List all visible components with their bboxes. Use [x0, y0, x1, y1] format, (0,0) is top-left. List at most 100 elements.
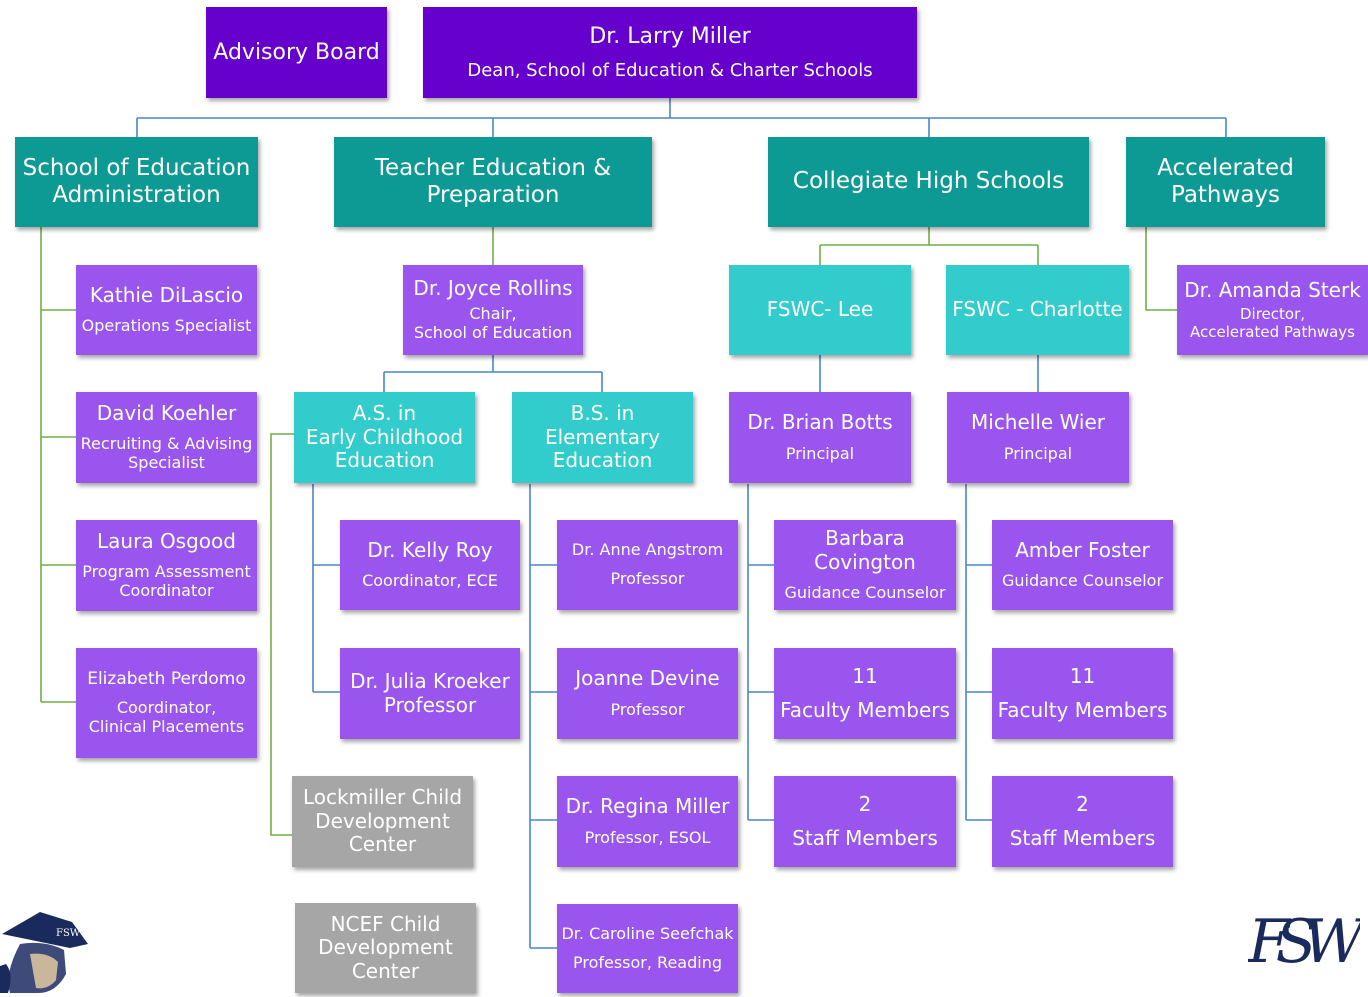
- staff-title: Coordinator, ECE: [362, 571, 498, 591]
- principal-title: Principal: [785, 443, 855, 463]
- staff-name: Dr. Anne Angstrom: [571, 540, 724, 560]
- division-admin-line1: School of Education: [22, 154, 251, 181]
- pirate-badge-text: FSW: [56, 928, 81, 939]
- staff-title: Program Assessment: [82, 562, 251, 582]
- staff-name: Dr. Regina Miller: [565, 794, 730, 819]
- ece-staff-card: Dr. Julia Kroeker Professor: [340, 648, 520, 739]
- program-bs-elementary: B.S. in Elementary Education: [512, 392, 693, 483]
- center-line: NCEF Child: [330, 911, 441, 936]
- staff-title: Operations Specialist: [81, 316, 252, 336]
- center-line: Center: [351, 958, 420, 983]
- admin-staff-card: Elizabeth Perdomo Coordinator, Clinical …: [76, 648, 257, 758]
- staff-title: Specialist: [128, 453, 205, 473]
- staff-count: 2: [1076, 791, 1089, 816]
- staff-name: Barbara Covington: [814, 525, 916, 574]
- staff-count: 2: [858, 791, 872, 816]
- admin-staff-card: Laura Osgood Program Assessment Coordina…: [76, 520, 257, 611]
- principal-charlotte: Michelle Wier Principal: [947, 392, 1129, 483]
- director-title: Director,: [1239, 305, 1306, 324]
- division-admin: School of Education Administration: [15, 137, 258, 227]
- lee-counselor: Barbara Covington Guidance Counselor: [774, 520, 956, 610]
- staff-name: Laura Osgood: [97, 528, 236, 553]
- staff-title: Professor: [383, 692, 477, 717]
- chair-title: School of Education: [413, 322, 573, 342]
- staff-title: Professor, ESOL: [584, 827, 711, 847]
- chair-name: Dr. Joyce Rollins: [413, 276, 573, 301]
- director-name: Dr. Amanda Sterk: [1184, 277, 1361, 302]
- staff-title: Coordinator,: [116, 698, 217, 718]
- ece-staff-card: Dr. Kelly Roy Coordinator, ECE: [340, 520, 520, 610]
- program-line: Education: [334, 448, 435, 473]
- pirate-mascot-logo: FSW: [0, 904, 95, 993]
- elem-staff-card: Dr. Regina Miller Professor, ESOL: [557, 776, 738, 867]
- program-line: Education: [552, 448, 653, 473]
- lee-staff-members: 2 Staff Members: [774, 776, 956, 867]
- staff-name: Dr. Kelly Roy: [367, 537, 493, 562]
- program-line: B.S. in: [570, 401, 635, 426]
- campus-label: FSWC- Lee: [766, 297, 874, 322]
- elem-staff-card: Joanne Devine Professor: [557, 648, 738, 739]
- faculty-label: Faculty Members: [780, 697, 950, 722]
- division-admin-line2: Administration: [52, 182, 221, 208]
- program-line: A.S. in: [352, 401, 417, 426]
- chair-box: Dr. Joyce Rollins Chair, School of Educa…: [403, 265, 583, 355]
- staff-title: Clinical Placements: [88, 717, 245, 737]
- director-title: Accelerated Pathways: [1190, 322, 1355, 341]
- division-teacher-line1: Teacher Education &: [374, 154, 612, 181]
- division-accelerated-line1: Accelerated: [1157, 154, 1294, 181]
- division-collegiate: Collegiate High Schools: [768, 137, 1089, 227]
- advisory-board-label: Advisory Board: [213, 39, 380, 65]
- division-teacher-ed: Teacher Education & Preparation: [334, 137, 652, 227]
- staff-label: Staff Members: [792, 825, 938, 850]
- division-teacher-line2: Preparation: [426, 182, 560, 208]
- campus-charlotte: FSWC - Charlotte: [946, 265, 1129, 355]
- division-accelerated-line2: Pathways: [1170, 182, 1281, 208]
- staff-title: Guidance Counselor: [1001, 571, 1164, 591]
- campus-label: FSWC - Charlotte: [952, 297, 1123, 322]
- faculty-label: Faculty Members: [997, 697, 1168, 722]
- center-line: Lockmiller Child: [302, 785, 463, 810]
- fsw-logo-text: FSW: [1248, 907, 1360, 977]
- staff-name: Amber Foster: [1015, 537, 1150, 562]
- staff-name: Elizabeth Perdomo: [87, 669, 246, 690]
- campus-lee: FSWC- Lee: [729, 265, 911, 355]
- program-line: Elementary: [544, 424, 661, 449]
- division-accelerated: Accelerated Pathways: [1126, 137, 1325, 227]
- admin-staff-card: Kathie DiLascio Operations Specialist: [76, 265, 257, 355]
- elem-staff-card: Dr. Anne Angstrom Professor: [557, 520, 738, 610]
- program-line: Early Childhood: [305, 424, 464, 449]
- staff-title: Recruiting & Advising: [80, 434, 253, 454]
- staff-name: Joanne Devine: [575, 666, 720, 691]
- staff-title: Professor: [610, 569, 685, 588]
- dean-name: Dr. Larry Miller: [589, 23, 751, 49]
- ncef-center: NCEF Child Development Center: [295, 903, 476, 993]
- lee-faculty: 11 Faculty Members: [774, 648, 956, 739]
- dean-title: Dean, School of Education & Charter Scho…: [467, 59, 873, 81]
- principal-name: Dr. Brian Botts: [747, 410, 893, 435]
- fsw-logo: FSW: [1248, 906, 1360, 993]
- charlotte-staff-members: 2 Staff Members: [992, 776, 1173, 867]
- center-line: Development: [315, 808, 450, 833]
- charlotte-faculty: 11 Faculty Members: [992, 648, 1173, 739]
- center-line: Development: [318, 935, 453, 960]
- principal-name: Michelle Wier: [971, 410, 1105, 435]
- staff-name: Dr. Julia Kroeker: [350, 668, 510, 693]
- principal-lee: Dr. Brian Botts Principal: [729, 392, 911, 483]
- dean-box: Dr. Larry Miller Dean, School of Educati…: [423, 7, 917, 98]
- chair-title: Chair,: [469, 303, 517, 323]
- staff-title: Coordinator: [119, 581, 214, 601]
- staff-title: Professor, Reading: [572, 952, 722, 972]
- faculty-count: 11: [852, 663, 878, 688]
- principal-title: Principal: [1003, 443, 1073, 463]
- program-as-ece: A.S. in Early Childhood Education: [294, 392, 475, 483]
- division-collegiate-label: Collegiate High Schools: [792, 168, 1065, 195]
- charlotte-counselor: Amber Foster Guidance Counselor: [992, 520, 1173, 610]
- elem-staff-card: Dr. Caroline Seefchak Professor, Reading: [557, 904, 738, 993]
- staff-title: Professor: [610, 699, 685, 719]
- staff-name: Dr. Caroline Seefchak: [561, 923, 734, 943]
- advisory-board-box: Advisory Board: [206, 7, 387, 98]
- staff-title: Guidance Counselor: [784, 583, 946, 603]
- staff-name: Kathie DiLascio: [89, 282, 244, 307]
- staff-name: David Koehler: [96, 400, 237, 425]
